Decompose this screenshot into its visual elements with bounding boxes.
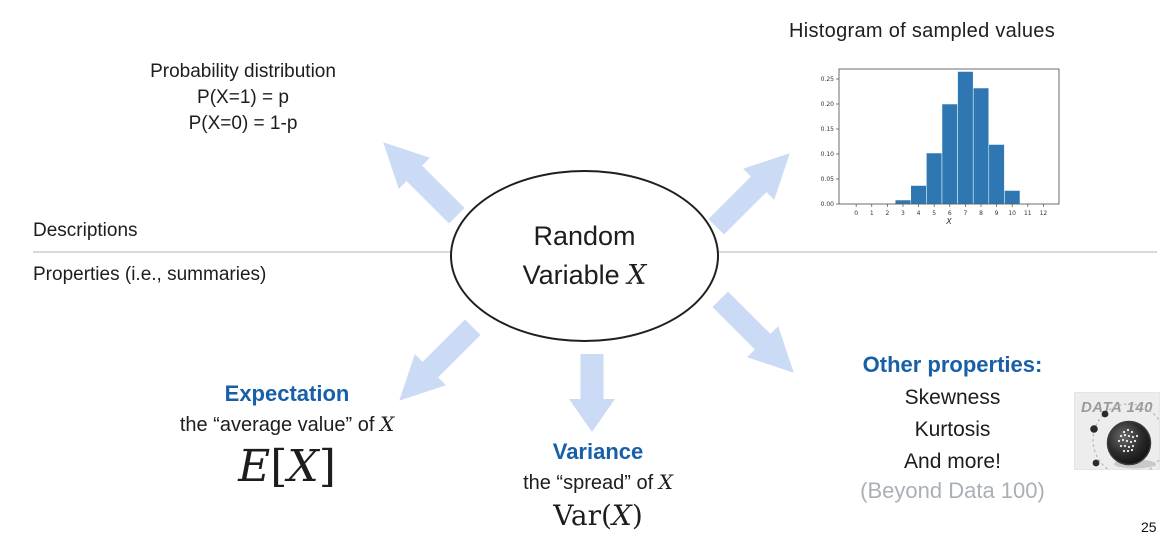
svg-text:5: 5 — [932, 210, 936, 217]
variance-desc-x: X — [658, 470, 673, 494]
random-variable-node: Random Variable X — [450, 170, 719, 342]
svg-text:3: 3 — [901, 210, 905, 217]
data140-logo: DATA 140 — [1074, 392, 1160, 470]
variance-desc-text: the “spread” of — [523, 472, 659, 494]
other-item-skewness: Skewness — [904, 386, 1001, 409]
descriptions-label: Descriptions — [33, 220, 138, 241]
formula-open-paren: ( — [600, 499, 612, 532]
svg-text:0.10: 0.10 — [821, 151, 835, 158]
random-variable-line1: Random — [533, 221, 636, 251]
formula-Var: Var — [553, 499, 601, 532]
expectation-block: Expectation the “average value” of X E[X… — [127, 381, 447, 493]
block-arrow-up-left-icon — [383, 142, 465, 224]
histogram-title: Histogram of sampled values — [789, 20, 1055, 42]
svg-text:8: 8 — [979, 210, 983, 217]
logo-dashed-orbit — [1092, 403, 1160, 470]
random-variable-label: Random Variable X — [523, 217, 647, 295]
formula-close-paren: ) — [631, 499, 643, 532]
svg-text:0.00: 0.00 — [821, 201, 835, 208]
expectation-description: the “average value” of X — [127, 412, 447, 437]
formula-E: E — [238, 441, 271, 492]
svg-text:0.20: 0.20 — [821, 101, 835, 108]
logo-text: DATA 140 — [1081, 399, 1153, 416]
svg-text:2: 2 — [885, 210, 889, 217]
probability-line1: P(X=1) = p — [197, 87, 289, 108]
logo-dot — [1101, 410, 1109, 418]
block-arrow-up-right-icon — [708, 153, 790, 235]
probability-title: Probability distribution — [150, 61, 336, 82]
variance-block: Variance the “spread” of X Var(X) — [440, 439, 756, 533]
svg-text:10: 10 — [1008, 210, 1016, 217]
logo-chip — [1106, 420, 1152, 466]
expectation-desc-text: the “average value” of — [179, 414, 380, 436]
svg-text:X: X — [945, 217, 952, 226]
svg-text:12: 12 — [1040, 210, 1048, 217]
expectation-title: Expectation — [224, 381, 350, 406]
formula-X: X — [611, 499, 632, 532]
variance-formula: Var(X) — [440, 499, 756, 533]
logo-dot — [1092, 459, 1100, 467]
svg-text:9: 9 — [995, 210, 999, 217]
other-item-kurtosis: Kurtosis — [914, 418, 991, 441]
page-number: 25 — [1141, 519, 1157, 535]
svg-text:0.05: 0.05 — [821, 176, 835, 183]
formula-close-bracket: ] — [318, 441, 336, 492]
svg-text:7: 7 — [963, 210, 967, 217]
random-variable-x: X — [627, 260, 647, 291]
other-properties-title: Other properties: — [862, 352, 1043, 377]
expectation-desc-x: X — [379, 412, 395, 436]
svg-text:1: 1 — [870, 210, 874, 217]
properties-label: Properties (i.e., summaries) — [33, 264, 267, 285]
probability-line2: P(X=0) = 1-p — [188, 113, 298, 134]
beyond-data100-note: (Beyond Data 100) — [860, 478, 1045, 503]
block-arrow-down-left-icon — [399, 319, 481, 401]
other-item-more: And more! — [904, 450, 1001, 473]
svg-text:6: 6 — [948, 210, 952, 217]
other-properties-block: Other properties: Skewness Kurtosis And … — [830, 352, 1075, 504]
variance-description: the “spread” of X — [440, 470, 756, 495]
svg-text:4: 4 — [917, 210, 921, 217]
svg-text:0.25: 0.25 — [821, 76, 835, 83]
probability-distribution-block: Probability distribution P(X=1) = p P(X=… — [88, 59, 398, 137]
block-arrow-down-icon — [569, 354, 615, 432]
logo-dice-speckles — [1117, 428, 1139, 453]
variance-title: Variance — [552, 439, 644, 464]
svg-text:11: 11 — [1024, 210, 1032, 217]
formula-X: X — [287, 441, 319, 492]
svg-text:0.15: 0.15 — [821, 126, 835, 133]
other-properties-list: Skewness Kurtosis And more! — [830, 382, 1075, 478]
block-arrow-down-right-icon — [712, 291, 794, 373]
svg-text:0: 0 — [854, 210, 858, 217]
logo-dot — [1090, 425, 1098, 433]
random-variable-line2: Variable — [522, 260, 628, 290]
expectation-formula: E[X] — [127, 441, 447, 493]
formula-open-bracket: [ — [270, 441, 288, 492]
